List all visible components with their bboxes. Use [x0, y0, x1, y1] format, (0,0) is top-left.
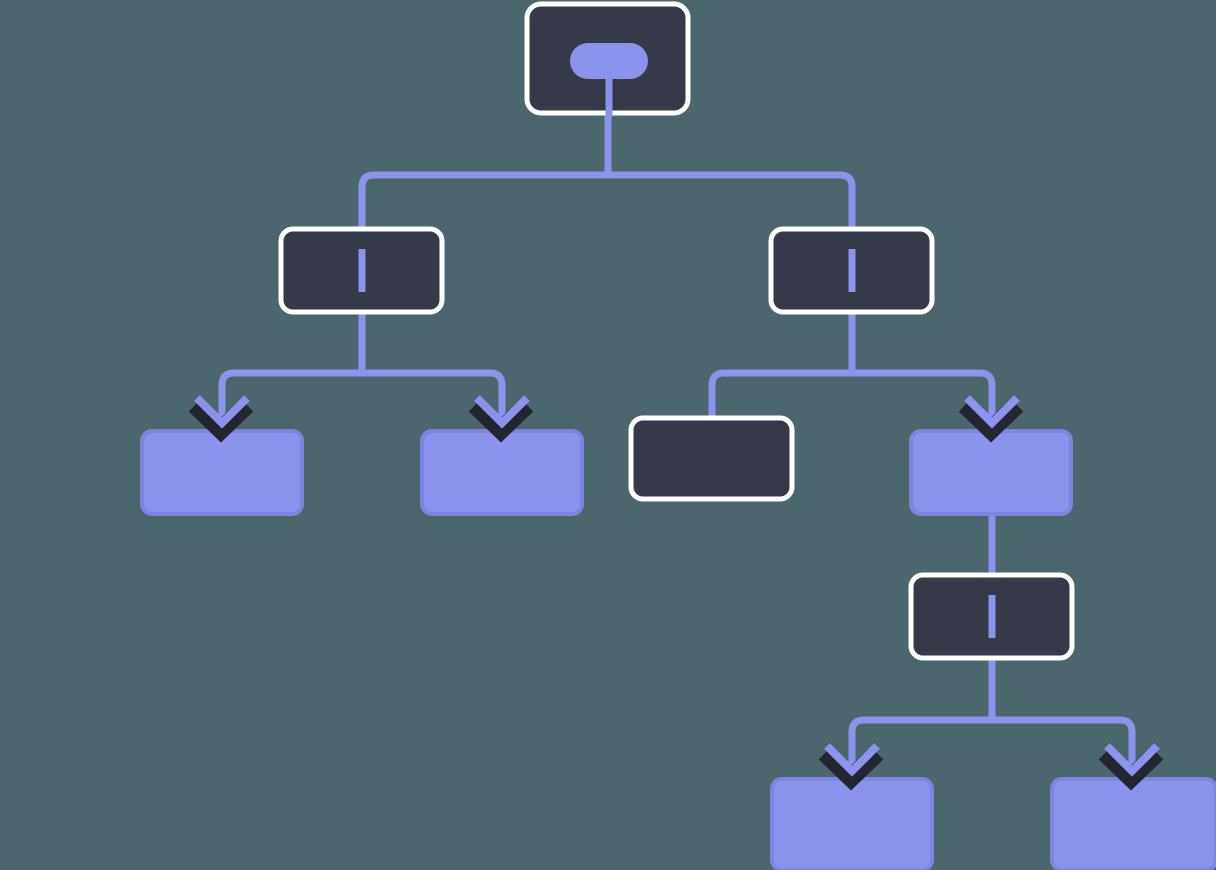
root-pill-icon — [570, 43, 648, 79]
arrowhead-leaf-two — [468, 395, 534, 443]
level2-branch-node-body[interactable] — [909, 429, 1073, 516]
arrowhead-leaf-two-shadow — [468, 398, 534, 443]
level2-leaf-two[interactable] — [420, 429, 584, 516]
edge-level1right-to-branch — [848, 312, 996, 431]
level2-leaf-two-body[interactable] — [420, 429, 584, 516]
edge-root-to-level1-right — [604, 113, 856, 312]
level2-leaf-one-body[interactable] — [140, 429, 304, 516]
arrowhead-leaf-one-shadow — [188, 398, 254, 443]
level2-leaf-one[interactable] — [140, 429, 304, 516]
arrowhead-leaf-one-head — [194, 395, 250, 429]
arrowhead-leaf-one — [188, 395, 254, 443]
edge-level3-to-leaf-one — [848, 658, 996, 779]
level2-dark-node-body[interactable] — [628, 415, 795, 502]
arrowhead-leaf-two-head — [474, 395, 530, 429]
edge-level1left-to-leaf-two — [358, 312, 506, 431]
arrowhead-branch — [958, 395, 1024, 443]
arrowhead-level4-one-shadow — [818, 746, 884, 791]
edge-level1right-to-dark — [708, 312, 856, 418]
root-node[interactable] — [524, 1, 691, 117]
level4-leaf-one[interactable] — [770, 777, 934, 870]
edge-level1left-to-leaf-one — [218, 312, 366, 431]
level4-leaf-one-body[interactable] — [770, 777, 934, 870]
arrowhead-level4-two-shadow — [1098, 746, 1164, 791]
arrowhead-branch-head — [964, 395, 1020, 429]
arrowheads-layer — [188, 395, 1164, 791]
arrowhead-level4-one-head — [824, 743, 880, 777]
line-through-layer — [358, 249, 996, 638]
level2-branch-node[interactable] — [909, 429, 1073, 516]
arrowhead-level4-two-head — [1104, 743, 1160, 777]
root-pill-stem — [605, 77, 613, 117]
level4-leaf-two[interactable] — [1050, 777, 1216, 870]
arrowhead-branch-shadow — [958, 398, 1024, 443]
arrowhead-level4-two — [1098, 743, 1164, 791]
edges-layer — [218, 113, 1136, 779]
arrowhead-level4-one — [818, 743, 884, 791]
level4-leaf-two-body[interactable] — [1050, 777, 1216, 870]
nodes-layer — [140, 1, 1216, 870]
edge-level3-to-leaf-two — [988, 658, 1136, 779]
level2-dark-node[interactable] — [628, 415, 795, 502]
